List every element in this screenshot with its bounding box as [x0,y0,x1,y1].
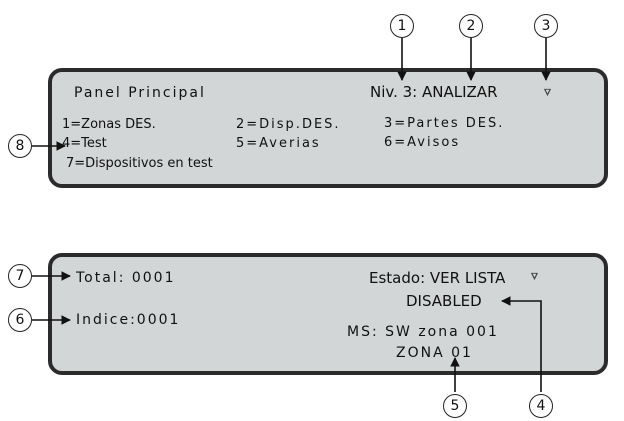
menu-item-7: 7=Dispositivos en test [66,156,213,171]
callout-8: 8 [8,134,32,158]
menu-item-3: 3=Partes DES. [384,116,505,131]
panel-screen-main [48,68,608,188]
callout-4: 4 [529,394,553,418]
access-level: Niv. 3: ANALIZAR [370,83,498,101]
total-count: Total: 0001 [76,270,176,286]
callout-5: 5 [443,394,467,418]
callout-3: 3 [534,14,558,38]
state-label: Estado: VER LISTA [369,269,506,287]
menu-item-1: 1=Zonas DES. [62,117,156,132]
disabled-label: DISABLED [406,292,482,310]
menu-item-5: 5=Averias [236,136,321,151]
ms-device: MS: SW zona 001 [347,324,499,340]
pointer-icon [530,272,539,281]
menu-item-4: 4=Test [62,136,107,151]
zone-label: ZONA 01 [396,345,473,361]
callout-1: 1 [390,14,414,38]
callout-7: 7 [8,264,32,288]
panel-screen-list [48,253,608,375]
callout-2: 2 [459,14,483,38]
panel-title: Panel Principal [74,85,206,101]
pointer-icon [543,88,552,97]
index-value: Indice:0001 [76,312,181,328]
menu-item-2: 2=Disp.DES. [236,117,341,132]
menu-item-6: 6=Avisos [384,135,461,150]
callout-6: 6 [8,308,32,332]
